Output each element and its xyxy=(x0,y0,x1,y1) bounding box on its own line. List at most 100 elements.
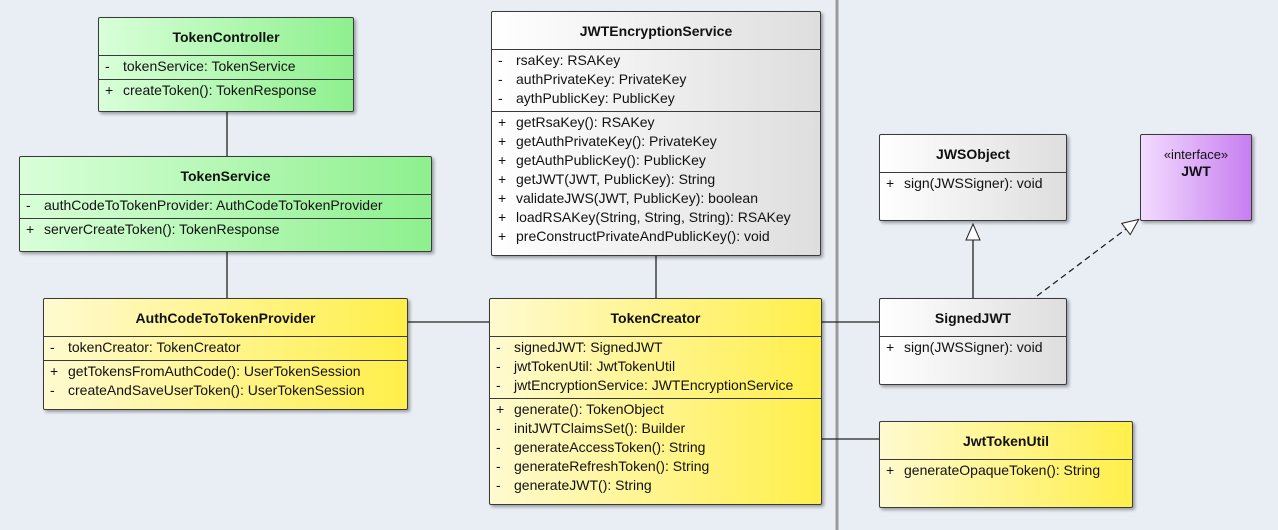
class-name: SignedJWT xyxy=(880,299,1066,337)
operation-row: + getRsaKey(): RSAKey xyxy=(492,113,820,132)
attribute-text: jwtEncryptionService: JWTEncryptionServi… xyxy=(514,377,794,393)
attribute-row: - tokenService: TokenService xyxy=(99,57,353,76)
operations-section: + sign(JWSSigner): void xyxy=(880,173,1066,196)
operation-row: + getJWT(JWT, PublicKey): String xyxy=(492,170,820,189)
operation-row: + sign(JWSSigner): void xyxy=(880,338,1066,357)
operations-section: + serverCreateToken(): TokenResponse xyxy=(20,219,431,242)
operation-text: generateRefreshToken(): String xyxy=(514,458,710,474)
attributes-section: - tokenService: TokenService xyxy=(99,56,353,80)
attribute-text: authPrivateKey: PrivateKey xyxy=(516,71,687,87)
operation-text: getAuthPrivateKey(): PrivateKey xyxy=(516,133,717,149)
visibility-marker: + xyxy=(886,462,895,478)
operation-row: - generateRefreshToken(): String xyxy=(490,457,821,476)
operation-text: initJWTClaimsSet(): Builder xyxy=(514,420,686,436)
operation-text: loadRSAKey(String, String, String): RSAK… xyxy=(516,209,791,225)
class-name-text: AuthCodeToTokenProvider xyxy=(135,309,316,326)
class-name: JWTEncryptionService xyxy=(492,12,820,50)
class-name-text: JWT xyxy=(1181,163,1211,179)
operation-row: + serverCreateToken(): TokenResponse xyxy=(20,220,431,239)
operation-text: createToken(): TokenResponse xyxy=(123,82,317,98)
visibility-marker: - xyxy=(496,358,501,374)
attribute-row: - rsaKey: RSAKey xyxy=(492,51,820,70)
operation-row: + createToken(): TokenResponse xyxy=(99,81,353,100)
visibility-marker: + xyxy=(498,209,507,225)
operation-row: + loadRSAKey(String, String, String): RS… xyxy=(492,208,820,227)
visibility-marker: + xyxy=(50,363,59,379)
visibility-marker: + xyxy=(498,190,507,206)
visibility-marker: - xyxy=(496,439,501,455)
visibility-marker: + xyxy=(26,221,35,237)
operation-row: - createAndSaveUserToken(): UserTokenSes… xyxy=(44,381,407,400)
operation-text: sign(JWSSigner): void xyxy=(904,339,1043,355)
attribute-text: rsaKey: RSAKey xyxy=(516,52,621,68)
attribute-text: authCodeToTokenProvider: AuthCodeToToken… xyxy=(44,197,383,213)
class-jwt-encryption-service[interactable]: JWTEncryptionService - rsaKey: RSAKey - … xyxy=(491,11,821,256)
class-auth-code-to-token-provider[interactable]: AuthCodeToTokenProvider - tokenCreator: … xyxy=(43,298,408,410)
attribute-text: tokenService: TokenService xyxy=(123,58,296,74)
operation-text: serverCreateToken(): TokenResponse xyxy=(44,221,280,237)
class-jws-object[interactable]: JWSObject + sign(JWSSigner): void xyxy=(879,134,1067,221)
operations-section: + getTokensFromAuthCode(): UserTokenSess… xyxy=(44,361,407,403)
operation-row: - initJWTClaimsSet(): Builder xyxy=(490,419,821,438)
operation-text: generate(): TokenObject xyxy=(514,401,664,417)
operation-text: getJWT(JWT, PublicKey): String xyxy=(516,171,716,187)
visibility-marker: + xyxy=(498,114,507,130)
attribute-row: - tokenCreator: TokenCreator xyxy=(44,338,407,357)
operation-text: createAndSaveUserToken(): UserTokenSessi… xyxy=(68,382,365,398)
operation-text: generateOpaqueToken(): String xyxy=(904,462,1101,478)
operation-row: - generateJWT(): String xyxy=(490,476,821,495)
class-token-creator[interactable]: TokenCreator - signedJWT: SignedJWT - jw… xyxy=(489,298,822,505)
visibility-marker: + xyxy=(498,152,507,168)
class-name: AuthCodeToTokenProvider xyxy=(44,299,407,337)
operations-section: + sign(JWSSigner): void xyxy=(880,337,1066,360)
class-name-text: JwtTokenUtil xyxy=(962,432,1050,449)
visibility-marker: + xyxy=(105,82,114,98)
operation-text: getRsaKey(): RSAKey xyxy=(516,114,655,130)
class-jwt-token-util[interactable]: JwtTokenUtil + generateOpaqueToken(): St… xyxy=(879,421,1133,508)
operation-row: - generateAccessToken(): String xyxy=(490,438,821,457)
operation-row: + getTokensFromAuthCode(): UserTokenSess… xyxy=(44,362,407,381)
visibility-marker: - xyxy=(50,339,55,355)
interface-header: «interface» JWT xyxy=(1141,135,1251,179)
operation-row: + sign(JWSSigner): void xyxy=(880,174,1066,193)
class-token-service[interactable]: TokenService - authCodeToTokenProvider: … xyxy=(19,156,432,252)
attributes-section: - rsaKey: RSAKey - authPrivateKey: Priva… xyxy=(492,50,820,112)
class-name: JwtTokenUtil xyxy=(880,422,1132,460)
class-name-text: SignedJWT xyxy=(934,309,1012,326)
class-name: JWSObject xyxy=(880,135,1066,173)
operations-section: + getRsaKey(): RSAKey + getAuthPrivateKe… xyxy=(492,112,820,249)
visibility-marker: - xyxy=(498,52,503,68)
operation-row: + validateJWS(JWT, PublicKey): boolean xyxy=(492,189,820,208)
attribute-row: - aythPublicKey: PublicKey xyxy=(492,89,820,108)
visibility-marker: + xyxy=(496,401,505,417)
class-name: TokenController xyxy=(99,18,353,56)
operation-text: getAuthPublicKey(): PublicKey xyxy=(516,152,706,168)
visibility-marker: - xyxy=(50,382,55,398)
operation-text: preConstructPrivateAndPublicKey(): void xyxy=(516,228,770,244)
class-signed-jwt[interactable]: SignedJWT + sign(JWSSigner): void xyxy=(879,298,1067,385)
operation-row: + generate(): TokenObject xyxy=(490,400,821,419)
operation-text: generateJWT(): String xyxy=(514,477,652,493)
attributes-section: - authCodeToTokenProvider: AuthCodeToTok… xyxy=(20,195,431,219)
operation-row: + preConstructPrivateAndPublicKey(): voi… xyxy=(492,227,820,246)
attribute-text: signedJWT: SignedJWT xyxy=(514,339,663,355)
attribute-text: tokenCreator: TokenCreator xyxy=(68,339,241,355)
attribute-row: - authCodeToTokenProvider: AuthCodeToTok… xyxy=(20,196,431,215)
attributes-section: - tokenCreator: TokenCreator xyxy=(44,337,407,361)
class-name-text: JWTEncryptionService xyxy=(579,22,733,39)
class-name-text: TokenController xyxy=(172,28,280,45)
interface-jwt[interactable]: «interface» JWT xyxy=(1140,134,1252,221)
visibility-marker: - xyxy=(105,58,110,74)
visibility-marker: - xyxy=(498,71,503,87)
visibility-marker: + xyxy=(886,339,895,355)
realization-signedjwt-jwt xyxy=(1036,229,1126,297)
attribute-row: - jwtEncryptionService: JWTEncryptionSer… xyxy=(490,376,821,395)
operation-text: validateJWS(JWT, PublicKey): boolean xyxy=(516,190,758,206)
operations-section: + generate(): TokenObject - initJWTClaim… xyxy=(490,399,821,498)
attribute-row: - jwtTokenUtil: JwtTokenUtil xyxy=(490,357,821,376)
attributes-section: - signedJWT: SignedJWT - jwtTokenUtil: J… xyxy=(490,337,821,399)
class-token-controller[interactable]: TokenController - tokenService: TokenSer… xyxy=(98,17,354,112)
visibility-marker: - xyxy=(498,90,503,106)
